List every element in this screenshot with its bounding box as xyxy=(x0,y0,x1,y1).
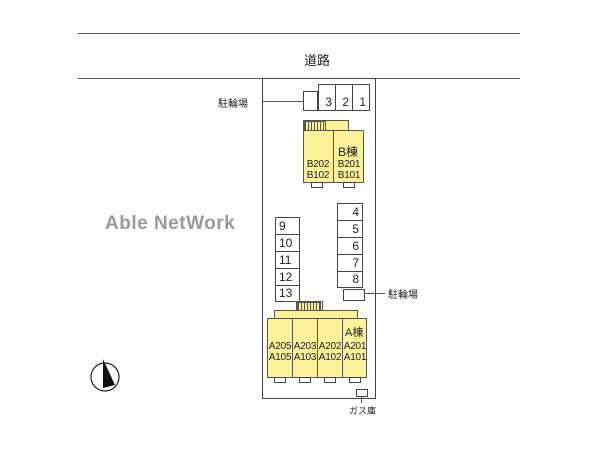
parking-space: 1 xyxy=(352,84,370,111)
gas-storage-label: ガス庫 xyxy=(349,406,377,416)
parking-space: 7 xyxy=(337,254,363,272)
building-a-name: A棟 xyxy=(345,327,364,339)
bike-parking-top xyxy=(303,91,318,111)
parking-space: 2 xyxy=(335,84,353,111)
parking-space: 3 xyxy=(318,84,336,111)
outdoor-unit xyxy=(349,377,361,383)
outdoor-unit xyxy=(274,377,286,383)
unit-divider xyxy=(292,318,293,378)
unit-divider xyxy=(317,318,318,378)
parking-space: 9 xyxy=(275,217,300,235)
parking-space: 10 xyxy=(275,234,300,252)
outdoor-unit xyxy=(343,182,355,188)
parking-space: 8 xyxy=(337,271,363,288)
bike-parking-label-top: 駐輪場 xyxy=(218,99,248,110)
watermark: Able NetWork xyxy=(105,213,236,234)
parking-space: 4 xyxy=(337,203,363,221)
road-edge-top xyxy=(78,33,520,34)
leader-line xyxy=(361,397,362,403)
parking-space: 6 xyxy=(337,237,363,255)
outdoor-unit xyxy=(299,377,311,383)
unit-divider xyxy=(342,318,343,378)
parking-space: 13 xyxy=(275,285,300,302)
outdoor-unit xyxy=(311,182,323,188)
site-boundary xyxy=(262,78,376,399)
road-label: 道路 xyxy=(304,53,331,68)
bike-parking-right xyxy=(343,289,365,301)
building-a-upper xyxy=(274,310,358,320)
bike-parking-label-right: 駐輪場 xyxy=(388,290,418,301)
parking-space: 12 xyxy=(275,268,300,286)
leader-line xyxy=(262,101,314,102)
parking-space: 11 xyxy=(275,251,300,269)
north-arrow-icon xyxy=(90,359,120,392)
gas-storage xyxy=(356,389,368,397)
unit-divider xyxy=(333,130,334,183)
leader-line xyxy=(365,293,385,294)
parking-space: 5 xyxy=(337,220,363,238)
building-b-name: B棟 xyxy=(338,145,359,159)
outdoor-unit xyxy=(324,377,336,383)
